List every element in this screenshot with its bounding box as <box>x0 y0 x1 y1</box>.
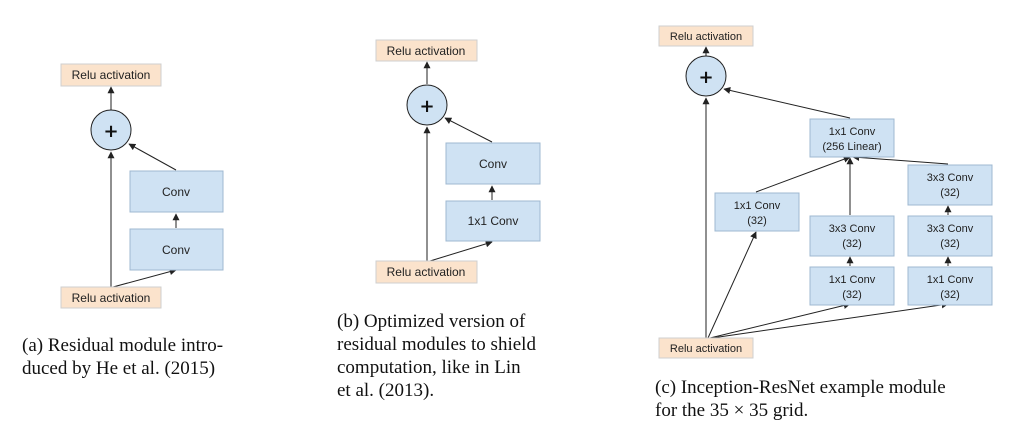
branch3-conv1x1-label-line2: (32) <box>940 289 960 301</box>
panel-b: Relu activation + Conv 1x1 Conv Relu act… <box>375 39 541 284</box>
branch3-conv3x3-bottom-label-line2: (32) <box>940 238 960 250</box>
arrow-relu-to-b2-conv1 <box>709 302 851 339</box>
arrow-linear-to-plus <box>723 87 851 119</box>
conv-1x1-node <box>445 200 541 242</box>
caption-c-line2: for the 35 × 35 grid. <box>655 400 809 421</box>
relu-activation-bottom-node <box>658 337 754 359</box>
linear-conv-node <box>809 118 895 158</box>
linear-conv-label-line1: 1x1 Conv <box>829 126 876 138</box>
branch3-conv1x1-label-line1: 1x1 Conv <box>927 274 974 286</box>
caption-a-line2: duced by He et al. (2015) <box>22 358 216 379</box>
conv-node <box>445 142 541 185</box>
branch3-conv3x3-top-label-line2: (32) <box>940 187 960 199</box>
panel-a-edges <box>107 86 180 288</box>
conv-top-label: Conv <box>162 185 190 199</box>
arrow-relu-to-b1-conv <box>707 231 757 339</box>
branch1-conv1x1-label-line2: (32) <box>747 215 767 227</box>
branch2-conv1x1-node <box>809 266 895 306</box>
relu-activation-top-label: Relu activation <box>670 31 742 43</box>
branch3-conv1x1-node <box>907 266 993 306</box>
arrow-b3-to-linear <box>852 153 949 165</box>
caption-b-line3: computation, like in Lin <box>337 357 521 378</box>
caption-a: (a) Residual module intro- duced by He e… <box>22 334 272 380</box>
conv-bottom-node <box>129 228 224 271</box>
relu-activation-bottom-node <box>60 286 162 309</box>
addition-plus-label: + <box>103 121 118 142</box>
caption-c-line1: (c) Inception-ResNet example module <box>655 377 946 398</box>
conv-bottom-label: Conv <box>162 243 190 257</box>
arrow-relu-to-conv1x1 <box>429 240 493 262</box>
arrow-conv-to-plus <box>444 117 493 143</box>
panel-a: Relu activation + Conv Conv Relu activat… <box>60 63 224 309</box>
branch3-conv3x3-top-node <box>907 164 993 206</box>
arrow-relu-to-b3-conv1 <box>711 301 949 339</box>
caption-b-line1: (b) Optimized version of <box>337 311 526 332</box>
branch2-conv1x1-label-line1: 1x1 Conv <box>829 274 876 286</box>
branch2-conv3x3-label-line1: 3x3 Conv <box>829 223 876 235</box>
addition-node <box>406 84 448 126</box>
relu-activation-top-node <box>60 63 162 87</box>
relu-activation-top-label: Relu activation <box>72 68 151 82</box>
relu-activation-top-node <box>658 25 754 47</box>
branch3-conv3x3-bottom-label-line1: 3x3 Conv <box>927 223 974 235</box>
linear-conv-label-line2: (256 Linear) <box>822 141 881 153</box>
conv-label: Conv <box>479 157 507 171</box>
caption-c: (c) Inception-ResNet example module for … <box>655 376 1015 422</box>
relu-activation-bottom-label: Relu activation <box>670 343 742 355</box>
addition-node <box>90 109 132 151</box>
branch3-conv3x3-bottom-node <box>907 215 993 257</box>
panel-c-edges <box>702 46 952 339</box>
branch1-conv1x1-label-line1: 1x1 Conv <box>734 200 781 212</box>
caption-a-line1: (a) Residual module intro- <box>22 335 224 356</box>
relu-activation-bottom-node <box>375 260 478 284</box>
arrow-conv-to-plus <box>128 143 177 171</box>
branch2-conv3x3-label-line2: (32) <box>842 238 862 250</box>
addition-plus-label: + <box>419 96 434 117</box>
caption-b: (b) Optimized version of residual module… <box>337 310 581 402</box>
arrow-relu-to-conv-bottom <box>112 268 177 288</box>
branch3-conv3x3-top-label-line1: 3x3 Conv <box>927 172 974 184</box>
branch2-conv3x3-node <box>809 215 895 257</box>
addition-node <box>685 55 727 97</box>
conv-1x1-label: 1x1 Conv <box>468 214 519 228</box>
relu-activation-top-node <box>375 39 478 62</box>
branch2-conv1x1-label-line2: (32) <box>842 289 862 301</box>
conv-top-node <box>129 170 224 213</box>
relu-activation-bottom-label: Relu activation <box>72 291 151 305</box>
addition-plus-label: + <box>698 67 713 88</box>
panel-c: Relu activation + 1x1 Conv (256 Linear) … <box>658 25 993 359</box>
caption-b-line2: residual modules to shield <box>337 334 536 355</box>
panel-b-edges <box>423 61 496 262</box>
relu-activation-top-label: Relu activation <box>387 44 466 58</box>
branch1-conv1x1-node <box>714 192 800 232</box>
caption-b-line4: et al. (2013). <box>337 380 435 401</box>
relu-activation-bottom-label: Relu activation <box>387 265 466 279</box>
arrow-b1-to-linear <box>755 155 851 193</box>
